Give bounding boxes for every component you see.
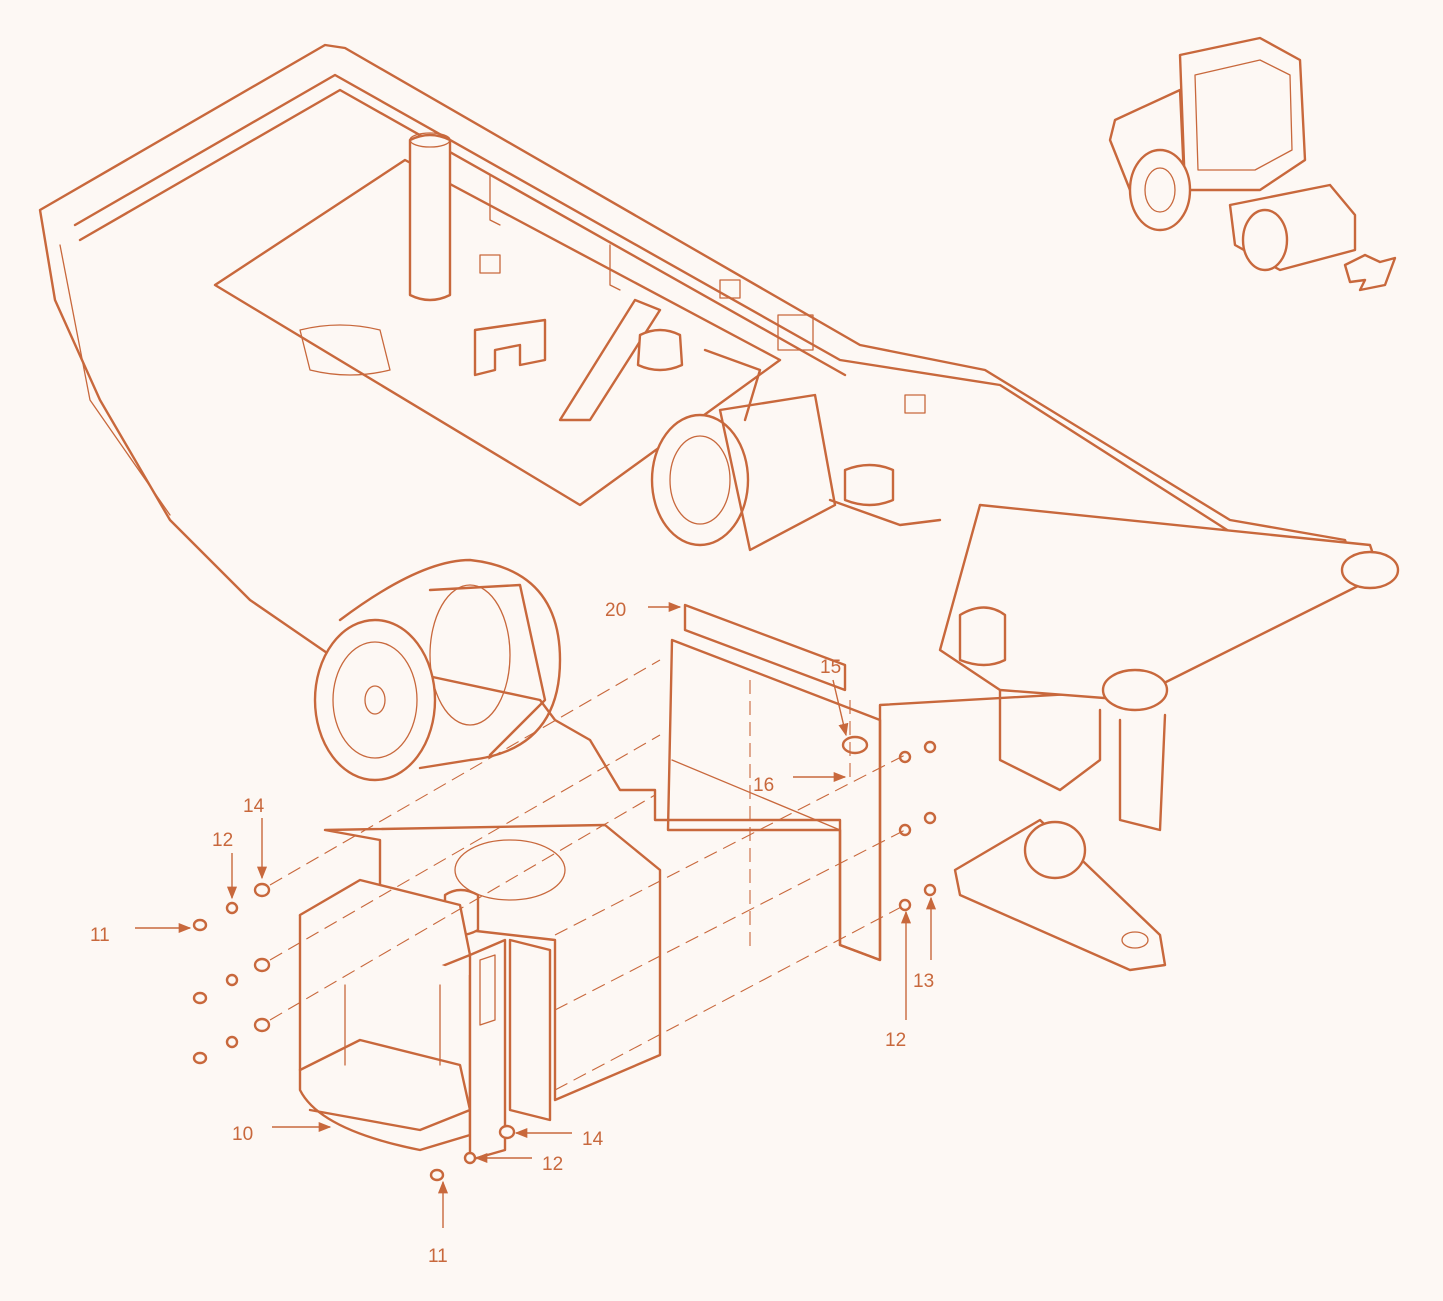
callout-10: 10 <box>232 1124 253 1145</box>
assembly-guide-lines <box>269 659 906 1091</box>
callout-12-left: 12 <box>212 830 233 851</box>
front-hitch-bracket <box>953 550 1400 972</box>
callout-14-left: 14 <box>243 796 265 817</box>
callout-13: 13 <box>913 971 934 992</box>
left-wheel-hub <box>313 558 562 782</box>
callout-leaders <box>135 601 937 1228</box>
callout-12-right: 12 <box>885 1030 906 1051</box>
callout-15: 15 <box>820 657 841 678</box>
callout-14-bottom: 14 <box>582 1129 604 1150</box>
callout-20: 20 <box>605 600 626 621</box>
callout-16: 16 <box>753 775 774 796</box>
step-tank-assembly <box>298 823 662 1162</box>
machine-thumbnail <box>1108 36 1397 292</box>
mounting-plate <box>666 603 882 962</box>
callout-11-left: 11 <box>90 925 110 946</box>
callout-12-bottom: 12 <box>542 1154 563 1175</box>
center-drive-motor <box>636 328 942 552</box>
fasteners <box>192 740 937 1182</box>
direction-arrow-icon <box>1343 253 1397 292</box>
callout-11-bottom: 11 <box>428 1246 448 1267</box>
callout-labels: 11 12 14 20 15 16 12 13 10 14 12 11 <box>90 600 934 1267</box>
